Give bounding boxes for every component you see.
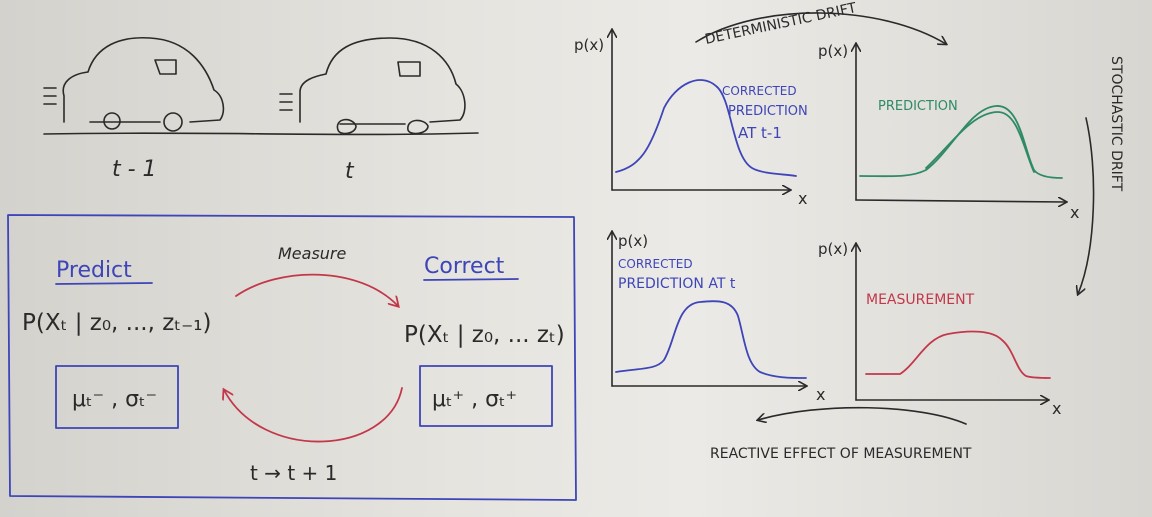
- graph-corrected-now-curve: [615, 300, 807, 379]
- reactive-effect-label: REACTIVE EFFECT OF MEASUREMENT: [710, 446, 972, 462]
- car-scene: t - 1 t: [43, 36, 479, 184]
- deterministic-drift-arrow: [695, 12, 946, 44]
- graph-corrected-now-label-1: CORRECTED: [618, 257, 693, 271]
- predict-params-box: [55, 365, 179, 429]
- predict-title: Predict: [56, 258, 132, 283]
- graph-prediction-ylabel: p(x): [818, 42, 848, 60]
- graph-corrected-prev: p(x) x CORRECTED PREDICTION AT t-1: [574, 30, 808, 208]
- measure-arrow: [235, 273, 398, 306]
- deterministic-drift-label: DETERMINISTIC DRIFT: [704, 0, 859, 48]
- measure-label: Measure: [278, 244, 347, 263]
- graph-prediction: p(x) x PREDICTION: [818, 42, 1079, 222]
- graph-prediction-xlabel: x: [1070, 203, 1079, 222]
- graph-corrected-now-ylabel: p(x): [618, 232, 648, 250]
- predict-correct-box: Predict P(Xₜ | z₀, ..., zₜ₋₁) μₜ⁻ , σₜ⁻ …: [7, 214, 577, 501]
- graph-corrected-prev-ylabel: p(x): [574, 36, 604, 54]
- graph-corrected-prev-xlabel: x: [798, 189, 807, 208]
- correct-params-box: [419, 365, 553, 427]
- predict-underline: [55, 282, 153, 285]
- correct-params: μₜ⁺ , σₜ⁺: [432, 387, 517, 412]
- graph-measurement: p(x) x MEASUREMENT: [818, 240, 1061, 418]
- graph-measurement-label: MEASUREMENT: [866, 292, 975, 308]
- graph-corrected-prev-label-2: PREDICTION: [728, 104, 808, 119]
- time-step-label: t → t + 1: [250, 461, 337, 485]
- graph-corrected-now-label-2: PREDICTION AT t: [618, 276, 736, 292]
- predict-formula: P(Xₜ | z₀, ..., zₜ₋₁): [22, 310, 211, 336]
- reactive-effect-arrow: [758, 406, 967, 425]
- correct-underline: [423, 278, 519, 281]
- car-right-icon: [279, 37, 466, 135]
- graph-prediction-curve-2: [925, 111, 1035, 173]
- stochastic-drift-label: STOCHASTIC DRIFT: [1108, 56, 1124, 192]
- correct-title: Correct: [424, 254, 505, 279]
- correct-formula: P(Xₜ | z₀, ... zₜ): [404, 322, 565, 348]
- graph-prediction-label: PREDICTION: [878, 99, 958, 114]
- car-left-label: t - 1: [112, 157, 157, 182]
- graph-corrected-prev-label-1: CORRECTED: [722, 84, 797, 98]
- ground-line: [43, 132, 479, 136]
- graph-measurement-ylabel: p(x): [818, 240, 848, 258]
- car-left-icon: [43, 36, 225, 132]
- box-border: [7, 214, 577, 501]
- graph-corrected-prev-label-3: AT t-1: [738, 124, 782, 142]
- graph-measurement-xlabel: x: [1052, 399, 1061, 418]
- graph-corrected-now-xlabel: x: [816, 385, 825, 404]
- graph-measurement-curve: [865, 330, 1051, 379]
- predict-params: μₜ⁻ , σₜ⁻: [72, 387, 157, 412]
- graph-corrected-now: p(x) x CORRECTED PREDICTION AT t: [612, 232, 825, 404]
- stochastic-drift-arrow: [1078, 117, 1095, 294]
- graph-corrected-prev-curve: [615, 79, 797, 177]
- car-right-label: t: [345, 159, 355, 184]
- graphs-area: p(x) x CORRECTED PREDICTION AT t-1 p(x) …: [574, 0, 1124, 462]
- time-step-arrow: [224, 387, 403, 443]
- graph-prediction-curve-1: [859, 105, 1063, 179]
